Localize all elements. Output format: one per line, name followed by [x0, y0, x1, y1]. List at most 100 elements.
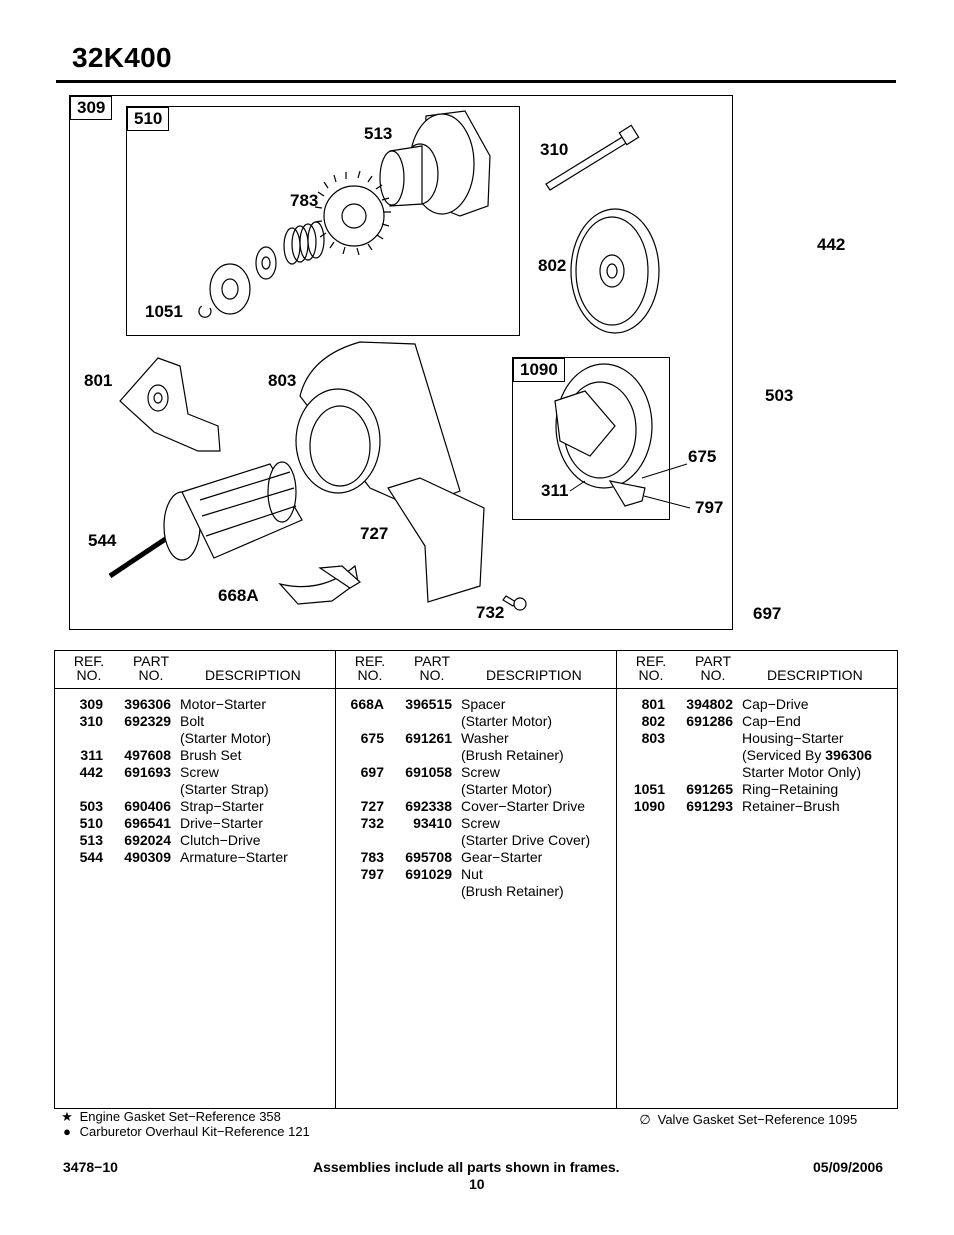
- table-row: (Starter Motor): [336, 781, 616, 798]
- table-row: 513 692024 Clutch−Drive: [55, 832, 335, 849]
- starter-gear-drawing: [314, 170, 391, 256]
- title-rule: [56, 80, 896, 83]
- description-text: Armature−Starter: [180, 849, 288, 865]
- callout-544: 544: [88, 531, 117, 550]
- callout-675: 675: [688, 447, 717, 466]
- description-text: (Brush Retainer): [461, 747, 564, 763]
- table-row: (Brush Retainer): [336, 747, 616, 764]
- ref-number: 311: [80, 747, 103, 763]
- ref-number: 310: [79, 713, 103, 729]
- part-description: Brush Set: [180, 747, 335, 764]
- table-row: (Brush Retainer): [336, 883, 616, 900]
- drive-cap-drawing: [119, 357, 221, 452]
- part-number: 690406: [124, 798, 171, 814]
- diagram-frame-510: 510: [126, 106, 520, 336]
- part-description: (Brush Retainer): [461, 883, 616, 900]
- part-description: Screw: [461, 764, 616, 781]
- ref-number: 803: [641, 730, 665, 746]
- table-row: 803 Housing−Starter: [617, 730, 897, 747]
- callout-442: 442: [817, 235, 846, 254]
- ref-number: 309: [79, 696, 103, 712]
- part-description: Washer: [461, 730, 616, 747]
- part-description: (Serviced By 396306: [742, 747, 897, 764]
- part-description: (Starter Motor): [461, 713, 616, 730]
- leader-675: [641, 463, 688, 479]
- header-ref-no: REF.NO.: [354, 653, 386, 683]
- part-description: Armature−Starter: [180, 849, 335, 866]
- table-row: (Starter Motor): [55, 730, 335, 747]
- description-text: Motor−Starter: [180, 696, 266, 712]
- part-number: 692024: [124, 832, 171, 848]
- ref-number: 801: [641, 696, 665, 712]
- part-number: 692338: [405, 798, 452, 814]
- callout-697: 697: [753, 604, 782, 623]
- callout-797: 797: [695, 498, 724, 517]
- part-description: Ring−Retaining: [742, 781, 897, 798]
- ref-number: 727: [360, 798, 384, 814]
- retaining-ring-drawing: [198, 305, 212, 318]
- callout-801: 801: [84, 371, 113, 390]
- header-description: DESCRIPTION: [767, 667, 863, 683]
- part-number: 396515: [405, 696, 452, 712]
- part-description: Cover−Starter Drive: [461, 798, 616, 815]
- part-description: Spacer: [461, 696, 616, 713]
- table-row: (Starter Motor): [336, 713, 616, 730]
- part-number: 497608: [124, 747, 171, 763]
- part-description: (Starter Strap): [180, 781, 335, 798]
- frame-tag-1090: 1090: [513, 358, 565, 382]
- empty-set-icon: ∅: [639, 1112, 651, 1127]
- part-description: Starter Motor Only): [742, 764, 897, 781]
- table-row: (Starter Strap): [55, 781, 335, 798]
- table-row: Starter Motor Only): [617, 764, 897, 781]
- description-text: (Starter Motor): [461, 713, 553, 729]
- part-description: (Brush Retainer): [461, 747, 616, 764]
- header-ref-no: REF.NO.: [73, 653, 105, 683]
- spacer-drawing: [278, 564, 359, 605]
- part-number: 396306: [124, 696, 171, 712]
- part-number: 696541: [124, 815, 171, 831]
- part-number: 394802: [686, 696, 733, 712]
- page-number: 10: [469, 1176, 485, 1192]
- description-text: Housing−Starter: [742, 730, 844, 746]
- description-text: Screw: [461, 764, 500, 780]
- part-description: Drive−Starter: [180, 815, 335, 832]
- column-divider-1: [335, 651, 336, 1108]
- description-text: Screw: [461, 815, 500, 831]
- ref-number: 675: [360, 730, 384, 746]
- callout-783: 783: [290, 191, 319, 210]
- ref-number: 513: [79, 832, 103, 848]
- description-text: Starter Motor Only): [742, 764, 862, 780]
- callout-802: 802: [538, 256, 567, 275]
- part-number: 93410: [413, 815, 452, 831]
- description-text: Ring−Retaining: [742, 781, 839, 797]
- diagram-frame-309: 309 510 1090 513 783 1051 310 802 801 80…: [69, 95, 733, 630]
- description-text: (Starter Drive Cover): [461, 832, 591, 848]
- part-number: 691029: [405, 866, 452, 882]
- ref-number: 544: [79, 849, 103, 865]
- callout-310: 310: [540, 140, 569, 159]
- description-text: Retainer−Brush: [742, 798, 840, 814]
- ref-number: 442: [79, 764, 103, 780]
- part-description: (Starter Drive Cover): [461, 832, 616, 849]
- star-icon: ★: [61, 1109, 73, 1124]
- description-text: Cap−Drive: [742, 696, 809, 712]
- ref-number: 503: [79, 798, 103, 814]
- header-ref-no: REF.NO.: [635, 653, 667, 683]
- part-number: 695708: [405, 849, 452, 865]
- callout-513: 513: [364, 124, 393, 143]
- ref-number: 797: [360, 866, 384, 882]
- part-description: Clutch−Drive: [180, 832, 335, 849]
- leader-797: [643, 495, 691, 509]
- part-description: Cap−End: [742, 713, 897, 730]
